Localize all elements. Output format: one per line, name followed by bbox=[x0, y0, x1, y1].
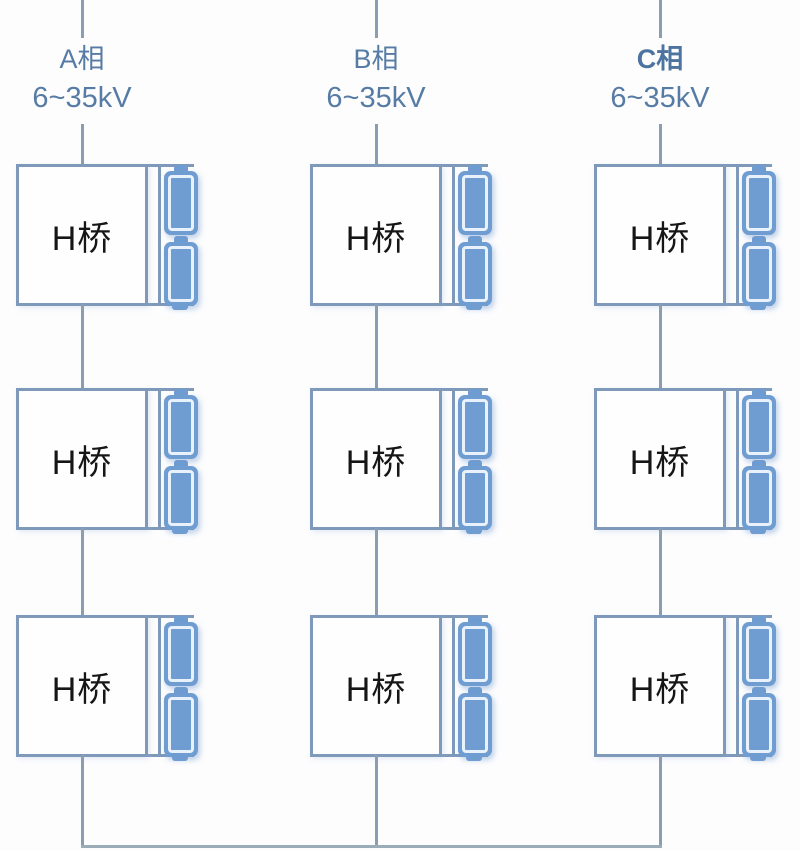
battery-stack bbox=[164, 389, 198, 534]
battery-icon bbox=[458, 236, 492, 310]
connector-line bbox=[375, 304, 378, 389]
connector-line bbox=[659, 528, 662, 616]
wire bbox=[736, 164, 739, 306]
wire bbox=[725, 388, 772, 391]
h-bridge-module: H桥 bbox=[16, 164, 216, 310]
h-bridge-label: H桥 bbox=[345, 443, 407, 482]
h-bridge-module: H桥 bbox=[594, 615, 794, 761]
battery-icon bbox=[164, 236, 198, 310]
h-bridge-box: H桥 bbox=[594, 164, 726, 306]
phase-b-header: B相 6~35kV bbox=[281, 40, 471, 118]
h-bridge-label: H桥 bbox=[51, 670, 113, 709]
battery-icon bbox=[742, 687, 776, 761]
h-bridge-label: H桥 bbox=[51, 443, 113, 482]
battery-stack bbox=[458, 165, 492, 310]
phase-c-header: C相 6~35kV bbox=[565, 40, 755, 118]
wire bbox=[452, 615, 455, 757]
h-bridge-module: H桥 bbox=[594, 164, 794, 310]
phase-b-label: B相 bbox=[353, 44, 399, 74]
connector-line bbox=[375, 0, 378, 38]
wire bbox=[158, 615, 161, 757]
battery-icon bbox=[164, 460, 198, 534]
battery-icon bbox=[742, 616, 776, 686]
wire bbox=[441, 164, 488, 167]
phase-c-label: C相 bbox=[636, 44, 684, 74]
h-bridge-box: H桥 bbox=[16, 164, 148, 306]
h-bridge-module: H桥 bbox=[310, 388, 510, 534]
battery-icon bbox=[458, 165, 492, 235]
h-bridge-box: H桥 bbox=[594, 388, 726, 530]
battery-icon bbox=[742, 460, 776, 534]
connector-line bbox=[659, 124, 662, 165]
connector-line bbox=[81, 124, 84, 165]
connector-line bbox=[81, 528, 84, 616]
wire bbox=[725, 615, 772, 618]
connector-line bbox=[81, 0, 84, 38]
connector-line bbox=[375, 755, 378, 848]
battery-icon bbox=[458, 687, 492, 761]
bus-line bbox=[81, 845, 662, 848]
battery-stack bbox=[458, 389, 492, 534]
battery-icon bbox=[164, 389, 198, 459]
h-bridge-box: H桥 bbox=[16, 615, 148, 757]
wire bbox=[452, 164, 455, 306]
wire bbox=[441, 615, 488, 618]
battery-stack bbox=[164, 616, 198, 761]
wire bbox=[158, 164, 161, 306]
connector-line bbox=[375, 124, 378, 165]
battery-icon bbox=[742, 389, 776, 459]
wire bbox=[441, 388, 488, 391]
h-bridge-box: H桥 bbox=[310, 388, 442, 530]
battery-icon bbox=[164, 165, 198, 235]
phase-a-voltage: 6~35kV bbox=[32, 82, 132, 114]
battery-stack bbox=[164, 165, 198, 310]
phase-c-voltage: 6~35kV bbox=[610, 82, 710, 114]
phase-b-voltage: 6~35kV bbox=[326, 82, 426, 114]
battery-stack bbox=[742, 389, 776, 534]
battery-icon bbox=[458, 460, 492, 534]
battery-icon bbox=[458, 389, 492, 459]
wire bbox=[736, 615, 739, 757]
h-bridge-box: H桥 bbox=[310, 615, 442, 757]
h-bridge-label: H桥 bbox=[629, 443, 691, 482]
battery-icon bbox=[164, 616, 198, 686]
wire bbox=[725, 164, 772, 167]
connector-line bbox=[81, 304, 84, 389]
h-bridge-module: H桥 bbox=[310, 164, 510, 310]
battery-icon bbox=[742, 165, 776, 235]
battery-icon bbox=[742, 236, 776, 310]
connector-line bbox=[81, 755, 84, 848]
wire bbox=[452, 388, 455, 530]
h-bridge-label: H桥 bbox=[629, 670, 691, 709]
h-bridge-module: H桥 bbox=[16, 615, 216, 761]
h-bridge-box: H桥 bbox=[16, 388, 148, 530]
connector-line bbox=[659, 0, 662, 38]
wire bbox=[736, 388, 739, 530]
h-bridge-module: H桥 bbox=[310, 615, 510, 761]
h-bridge-box: H桥 bbox=[594, 615, 726, 757]
h-bridge-module: H桥 bbox=[16, 388, 216, 534]
connector-line bbox=[375, 528, 378, 616]
wire bbox=[158, 388, 161, 530]
connector-line bbox=[659, 755, 662, 848]
wire bbox=[147, 164, 194, 167]
connector-line bbox=[659, 304, 662, 389]
battery-stack bbox=[742, 165, 776, 310]
wire bbox=[147, 615, 194, 618]
h-bridge-label: H桥 bbox=[345, 219, 407, 258]
phase-a-header: A相 6~35kV bbox=[0, 40, 177, 118]
h-bridge-label: H桥 bbox=[629, 219, 691, 258]
h-bridge-label: H桥 bbox=[51, 219, 113, 258]
h-bridge-box: H桥 bbox=[310, 164, 442, 306]
wire bbox=[147, 388, 194, 391]
h-bridge-label: H桥 bbox=[345, 670, 407, 709]
battery-stack bbox=[742, 616, 776, 761]
battery-icon bbox=[164, 687, 198, 761]
battery-icon bbox=[458, 616, 492, 686]
battery-stack bbox=[458, 616, 492, 761]
h-bridge-module: H桥 bbox=[594, 388, 794, 534]
phase-a-label: A相 bbox=[59, 44, 105, 74]
